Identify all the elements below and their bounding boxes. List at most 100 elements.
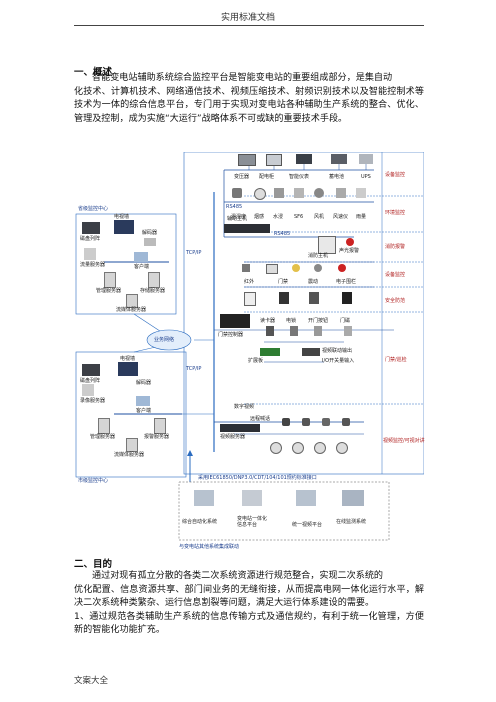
page-footer: 文案大全 xyxy=(74,676,109,686)
purpose-paragraph: 通过对现有孤立分散的各类二次系统资源进行规范整合，实现二次系统的 优化配置、信息… xyxy=(74,570,424,638)
sensor-label: 风速仪 xyxy=(333,214,349,220)
io-label: 扩展板 xyxy=(248,358,264,364)
disk-array-icon xyxy=(82,222,100,234)
node-label: 流量服务器 xyxy=(80,262,106,268)
city-center-title: 市级监控中心 xyxy=(78,478,109,484)
server-icon xyxy=(148,272,160,288)
protocol-label: 采用IEC61850/DNP3.0/CDT/104/101规约标准接口 xyxy=(198,475,317,481)
hub-label: 辅助主机 xyxy=(227,216,248,222)
overview-paragraph: 智能变电站辅助系统综合监控平台是智能变电站的重要组成部分，是集自动 化技术、计算… xyxy=(74,72,424,126)
sensor-label: 水浸 xyxy=(273,214,284,220)
node-label: 客户端 xyxy=(134,264,150,270)
dome-camera-icon xyxy=(314,442,326,454)
fire-label: 声光报警 xyxy=(339,248,360,254)
section-heading-purpose: 二、目的 xyxy=(74,559,113,570)
thermometer-icon xyxy=(232,188,242,198)
tcpip-label: TCP/IP xyxy=(186,366,202,372)
video-label: 数字视频 xyxy=(234,404,255,410)
node-label: 电视墙 xyxy=(120,356,136,362)
diagram-caption: 与变电站其他系统集成联动 xyxy=(179,544,240,550)
node-label: 管理服务器 xyxy=(96,288,122,294)
door-sensor-icon xyxy=(344,326,352,336)
purpose-point-1: 1、通过规范各类辅助生产系统的信息传输方式及通信规约，有利于统一化管理，方便新的… xyxy=(74,611,424,636)
security-label: 门禁 xyxy=(278,279,289,285)
electronic-fence-icon xyxy=(342,292,352,304)
tv-wall-icon xyxy=(118,362,138,376)
card-reader-icon xyxy=(266,326,274,336)
tcpip-label: TCP/IP xyxy=(186,250,202,256)
server-icon xyxy=(154,418,166,434)
system-label: 统一视频平台 xyxy=(292,522,323,528)
alarm-icon xyxy=(338,264,346,272)
category-label: 视频监控/可视对讲 xyxy=(383,438,425,444)
door-controller-icon xyxy=(220,314,250,328)
security-label: 红外 xyxy=(244,279,255,285)
security-label: 震动 xyxy=(308,279,319,285)
server-icon xyxy=(104,272,116,288)
category-label: 门禁/巡检 xyxy=(385,357,407,363)
category-label: 设备监控 xyxy=(385,272,406,278)
infrared-icon xyxy=(244,292,256,306)
purpose-body: 优化配置、信息资源共享、部门间业务的无缝衔接，从而提高电网一体化运行水平，解决二… xyxy=(74,584,424,609)
server-icon xyxy=(84,248,96,260)
door-label: 门禁控制器 xyxy=(218,332,244,338)
system-icon xyxy=(194,490,214,506)
node-label: 电视墙 xyxy=(114,214,130,220)
door-label: 门磁 xyxy=(340,318,351,324)
door-access-icon xyxy=(279,292,289,304)
door-label: 开门按钮 xyxy=(308,318,329,324)
sf6-sensor-icon xyxy=(294,188,304,198)
lock-icon xyxy=(290,326,298,336)
io-label: I/O开关量输入 xyxy=(322,358,355,364)
linkage-output-icon xyxy=(302,348,320,356)
light-icon xyxy=(292,264,300,272)
device-label: 蓄电池 xyxy=(329,174,345,180)
video-label: 远程喊话 xyxy=(250,416,271,422)
alarm-light-icon xyxy=(346,238,354,246)
dome-camera-icon xyxy=(292,442,304,454)
fan-icon xyxy=(314,188,324,198)
smart-meter-icon xyxy=(296,154,312,164)
device-icon xyxy=(242,264,250,272)
server-icon xyxy=(126,294,138,308)
sensor-label: 烟感 xyxy=(254,214,265,220)
node-label: 磁盘列阵 xyxy=(80,236,101,242)
client-icon xyxy=(134,252,148,262)
device-icon xyxy=(266,264,278,274)
extension-board-icon xyxy=(260,348,280,356)
section-heading-overview: 一、概述 xyxy=(74,67,113,78)
rain-gauge-icon xyxy=(356,188,366,198)
video-label: 视频服务器 xyxy=(220,434,246,440)
header-divider xyxy=(74,25,424,26)
sensor-label: 雨量 xyxy=(356,214,367,220)
rs485-label: RS485 xyxy=(226,204,243,210)
sensor-label: 温湿度 xyxy=(231,214,247,220)
sensor-label: SF6 xyxy=(294,214,304,220)
sensor-label: 风机 xyxy=(314,214,325,220)
distribution-cabinet-icon xyxy=(266,154,282,166)
node-label: 解码器 xyxy=(142,230,158,236)
system-label: 综合自动化系统 xyxy=(182,519,218,525)
node-label: 流媒体服务器 xyxy=(116,307,147,313)
node-label: 磁盘列阵 xyxy=(80,378,101,384)
io-label: 视频联动输出 xyxy=(322,348,353,354)
server-icon xyxy=(126,438,138,452)
door-label: 读卡器 xyxy=(260,318,276,324)
diagram-connector-lines xyxy=(75,152,424,541)
water-sensor-icon xyxy=(274,188,284,198)
overview-first-line: 智能变电站辅助系统综合监控平台是智能变电站的重要组成部分，是集自动 xyxy=(92,73,393,83)
fire-label: 消防主机 xyxy=(308,253,329,259)
node-label: 存储服务器 xyxy=(140,288,166,294)
smoke-detector-icon xyxy=(254,188,266,200)
video-server-device xyxy=(220,424,260,432)
system-label: 在线监测系统 xyxy=(336,519,367,525)
anemometer-icon xyxy=(336,188,346,198)
tv-wall-icon xyxy=(114,220,134,234)
node-label: 报警服务器 xyxy=(144,434,170,440)
security-label: 电子围栏 xyxy=(336,279,357,285)
disk-array-icon xyxy=(82,364,100,376)
client-icon xyxy=(136,396,150,406)
server-icon xyxy=(98,418,110,434)
node-label: 录像服务器 xyxy=(80,398,106,404)
door-label: 电锁 xyxy=(286,318,297,324)
